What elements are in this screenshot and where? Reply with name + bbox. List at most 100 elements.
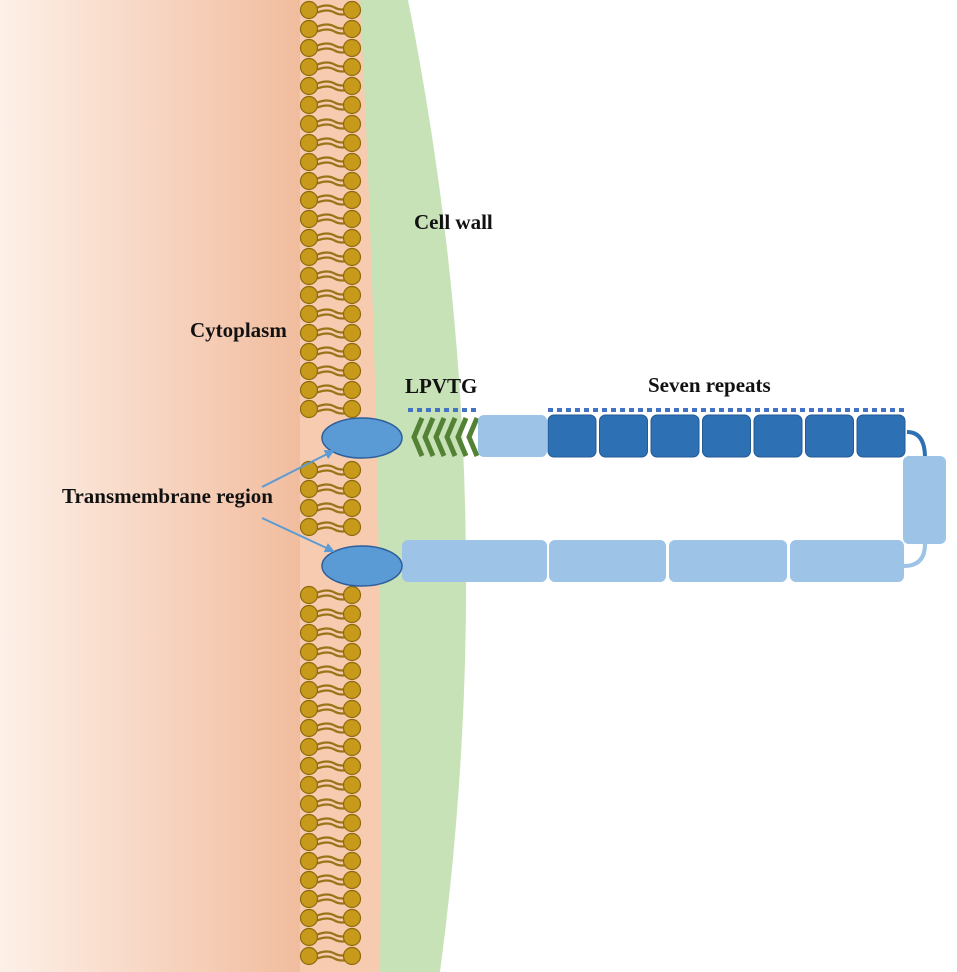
lipid-head xyxy=(299,19,319,39)
repeat-domain xyxy=(599,414,648,458)
lipid-head xyxy=(342,228,362,248)
lpvtg-chevron xyxy=(444,417,458,457)
lipid-pair xyxy=(299,361,362,381)
lipid-head xyxy=(299,498,319,518)
lipid-head xyxy=(342,908,362,928)
lipid-head xyxy=(342,661,362,681)
lipid-head xyxy=(299,114,319,134)
lipid-pair xyxy=(299,76,362,96)
repeat-domain xyxy=(805,414,854,458)
lipid-head xyxy=(342,604,362,624)
lpvtg-chevron xyxy=(411,417,425,457)
lipid-head xyxy=(342,247,362,267)
lipid-pair xyxy=(299,699,362,719)
lipid-head xyxy=(299,889,319,909)
repeat-domain xyxy=(547,414,597,458)
lipid-pair xyxy=(299,399,362,419)
lipid-bilayer xyxy=(299,0,362,966)
lipid-pair xyxy=(299,57,362,77)
lipid-head xyxy=(299,95,319,115)
lipid-head xyxy=(342,498,362,518)
lpvtg-label: LPVTG xyxy=(405,374,477,398)
lipid-pair xyxy=(299,889,362,909)
lipid-head xyxy=(342,38,362,58)
lipid-head xyxy=(299,718,319,738)
lipid-head xyxy=(299,228,319,248)
lipid-head xyxy=(299,517,319,537)
lower-chain-segment xyxy=(790,540,904,582)
lipid-pair xyxy=(299,908,362,928)
repeat-domain xyxy=(702,414,751,458)
lipid-head xyxy=(342,927,362,947)
lower-chain-segment xyxy=(402,540,547,582)
lipid-head xyxy=(342,304,362,324)
lipid-head xyxy=(342,190,362,210)
lipid-head xyxy=(299,190,319,210)
lipid-head xyxy=(299,604,319,624)
lipid-head xyxy=(342,133,362,153)
lipid-head xyxy=(299,813,319,833)
lipid-head xyxy=(299,585,319,605)
lower-connector xyxy=(903,543,927,568)
lipid-head xyxy=(342,889,362,909)
lipid-head xyxy=(299,304,319,324)
lipid-pair xyxy=(299,927,362,947)
lipid-pair xyxy=(299,718,362,738)
lipid-head xyxy=(342,114,362,134)
lipid-head xyxy=(342,399,362,419)
lipid-pair xyxy=(299,946,362,966)
lipid-head xyxy=(342,0,362,20)
seven-repeats-group xyxy=(547,414,906,458)
lipid-pair xyxy=(299,498,362,518)
lipid-head xyxy=(299,699,319,719)
lipid-head xyxy=(299,76,319,96)
lipid-head xyxy=(342,794,362,814)
lipid-pair xyxy=(299,479,362,499)
lipid-pair xyxy=(299,380,362,400)
lipid-head xyxy=(342,380,362,400)
lower-chain-segment xyxy=(549,540,666,582)
lipid-head xyxy=(299,623,319,643)
lipid-head xyxy=(299,38,319,58)
seven-repeats-label: Seven repeats xyxy=(648,373,771,397)
transmembrane-domain-upper xyxy=(321,417,403,459)
lipid-pair xyxy=(299,95,362,115)
lipid-head xyxy=(342,266,362,286)
lipid-pair xyxy=(299,0,362,20)
upper-connector xyxy=(906,430,927,459)
lipid-head xyxy=(299,285,319,305)
lipid-head xyxy=(299,57,319,77)
lipid-head xyxy=(342,19,362,39)
lipid-pair xyxy=(299,870,362,890)
lipid-head xyxy=(342,152,362,172)
lipid-head xyxy=(342,737,362,757)
lower-chain-segment xyxy=(669,540,787,582)
lipid-pair xyxy=(299,228,362,248)
lpvtg-chevron xyxy=(455,417,469,457)
lipid-head xyxy=(299,927,319,947)
lipid-head xyxy=(342,623,362,643)
lipid-pair xyxy=(299,152,362,172)
lipid-head xyxy=(299,266,319,286)
lpvtg-motif xyxy=(411,417,480,457)
lipid-head xyxy=(299,152,319,172)
lipid-pair xyxy=(299,756,362,776)
lipid-pair xyxy=(299,832,362,852)
lipid-head xyxy=(342,680,362,700)
lipid-head xyxy=(299,775,319,795)
lipid-head xyxy=(342,95,362,115)
lipid-head xyxy=(299,209,319,229)
lipid-pair xyxy=(299,794,362,814)
lipid-head xyxy=(342,699,362,719)
lipid-head xyxy=(342,870,362,890)
lipid-pair xyxy=(299,585,362,605)
lipid-head xyxy=(299,479,319,499)
lipid-head xyxy=(342,718,362,738)
cytoplasm-label: Cytoplasm xyxy=(190,318,287,342)
lipid-head xyxy=(299,946,319,966)
lipid-head xyxy=(342,832,362,852)
transmembrane-region-label: Transmembrane region xyxy=(62,484,273,508)
lipid-head xyxy=(342,642,362,662)
anchor-domain xyxy=(478,415,547,457)
arrow-to-upper-tm xyxy=(261,450,335,488)
